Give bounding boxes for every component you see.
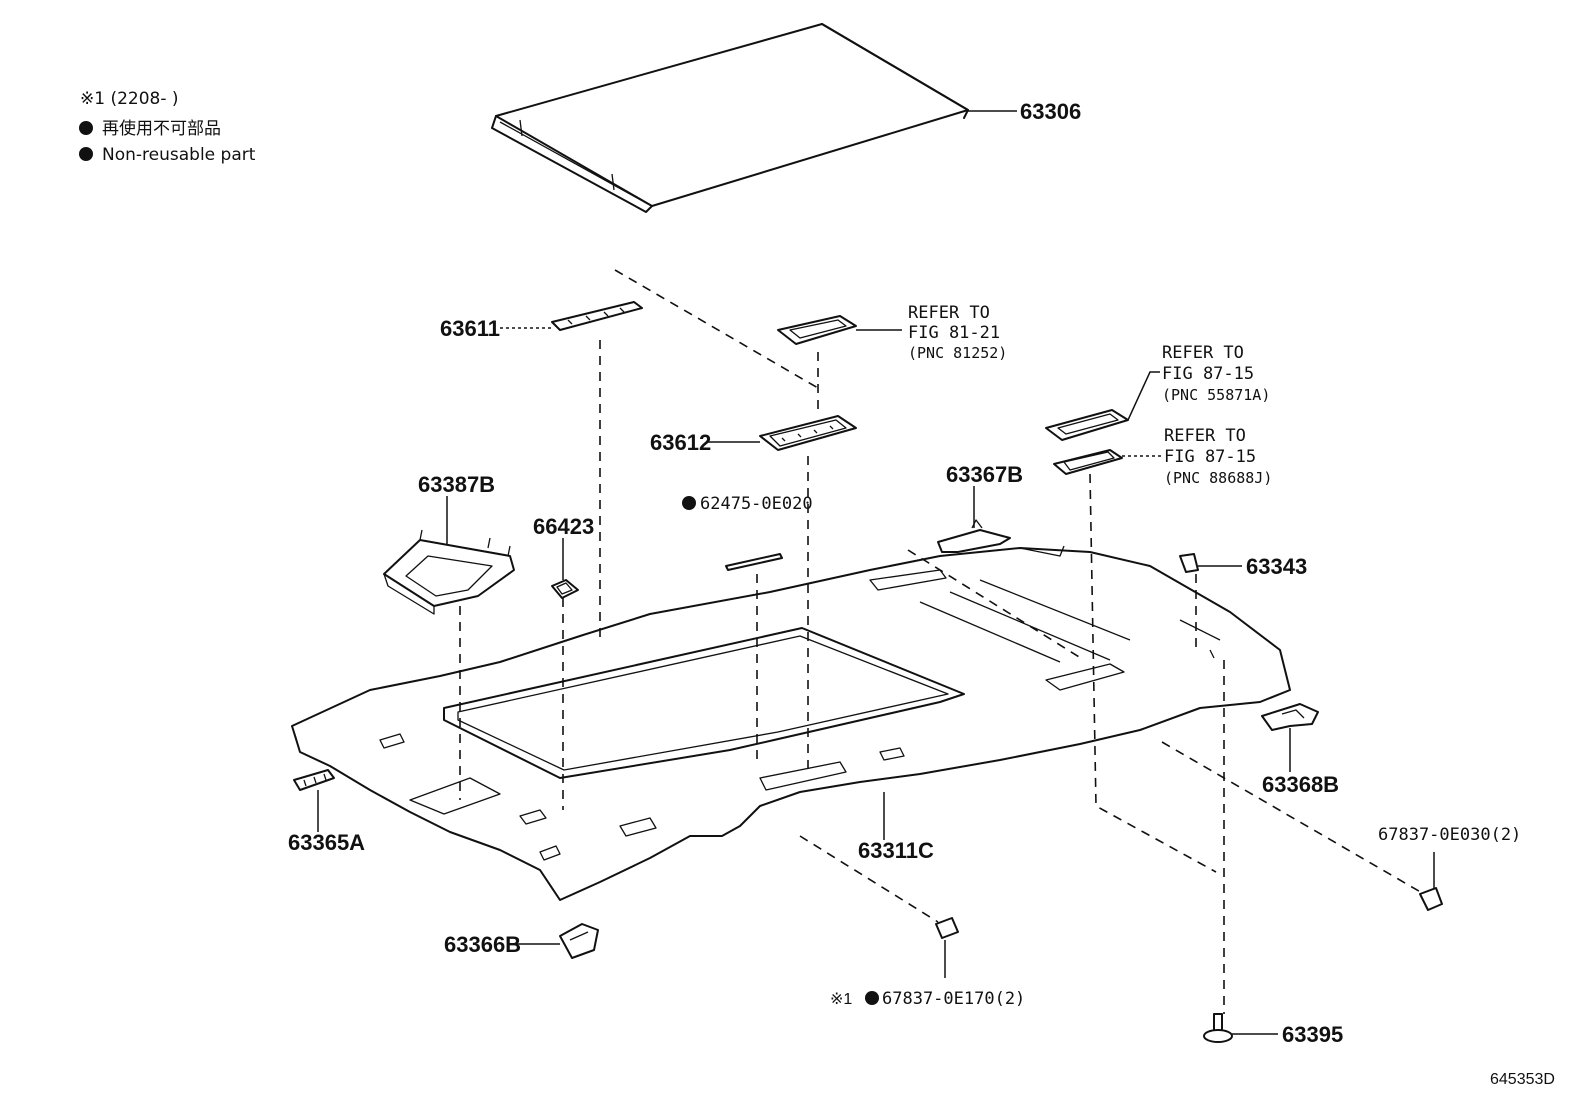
- non-reusable-dot-icon: [79, 147, 93, 161]
- part-ref-88688J: [1053, 449, 1123, 475]
- ref3-line2: FIG 87-15: [1164, 447, 1256, 467]
- part-67837-0E170-clip: [935, 917, 959, 939]
- ref2-line3: (PNC 55871A): [1162, 386, 1270, 404]
- ref2-line1: REFER TO: [1162, 343, 1244, 363]
- non-reusable-dot-icon: [682, 496, 696, 510]
- part-63365A-lamp: [293, 769, 335, 791]
- legend-applicability: ※1 (2208- ): [80, 89, 179, 109]
- non-reusable-dot-icon: [79, 121, 93, 135]
- part-ref-55871A: [1045, 409, 1129, 441]
- label-63311C: 63311C: [858, 838, 934, 863]
- diagram-code: 645353D: [1490, 1071, 1555, 1088]
- legend-non-reusable-en: Non-reusable part: [102, 145, 256, 165]
- part-63368B-bracket: [1261, 703, 1319, 731]
- ref2-line2: FIG 87-15: [1162, 364, 1254, 384]
- label-67837-0E170-prefix: ※1: [830, 991, 852, 1008]
- label-66423: 66423: [533, 514, 594, 539]
- label-63366B: 63366B: [444, 932, 521, 957]
- label-63365A: 63365A: [288, 830, 365, 855]
- part-ref-81252: [777, 315, 857, 345]
- installation-guide-lines: [459, 269, 1425, 1014]
- ref1-line1: REFER TO: [908, 303, 990, 323]
- part-67837-0E030-clip: [1419, 887, 1443, 911]
- label-62475-0E020: 62475-0E020: [700, 494, 813, 514]
- ref3-line1: REFER TO: [1164, 426, 1246, 446]
- part-63343-clip: [1179, 553, 1199, 573]
- part-63306-sunshade: [491, 23, 969, 213]
- label-63306: 63306: [1020, 99, 1081, 124]
- part-63311C-headliner: [291, 545, 1291, 901]
- ref1-line3: (PNC 81252): [908, 344, 1007, 362]
- label-63395: 63395: [1282, 1022, 1343, 1047]
- legend-non-reusable-ja: 再使用不可部品: [102, 118, 221, 139]
- part-62475-0E020-strip: [725, 553, 783, 571]
- part-63366B-bracket: [559, 923, 599, 959]
- label-67837-0E030: 67837-0E030(2): [1378, 825, 1521, 845]
- label-63367B: 63367B: [946, 462, 1023, 487]
- part-63387B-console: [383, 529, 515, 615]
- ref3-line3: (PNC 88688J): [1164, 469, 1272, 487]
- label-67837-0E170: 67837-0E170(2): [882, 989, 1025, 1009]
- label-63611: 63611: [440, 316, 500, 341]
- non-reusable-dot-icon: [865, 991, 879, 1005]
- label-63368B: 63368B: [1262, 772, 1339, 797]
- ref1-line2: FIG 81-21: [908, 323, 1000, 343]
- part-63612-frame: [759, 415, 857, 451]
- part-63611-bracket: [551, 301, 643, 331]
- label-63343: 63343: [1246, 554, 1307, 579]
- part-63395-screw: [1203, 1013, 1233, 1043]
- label-63387B: 63387B: [418, 472, 495, 497]
- label-63612: 63612: [650, 430, 711, 455]
- leader-ref2: [1127, 371, 1160, 421]
- part-66423-pad: [551, 579, 579, 599]
